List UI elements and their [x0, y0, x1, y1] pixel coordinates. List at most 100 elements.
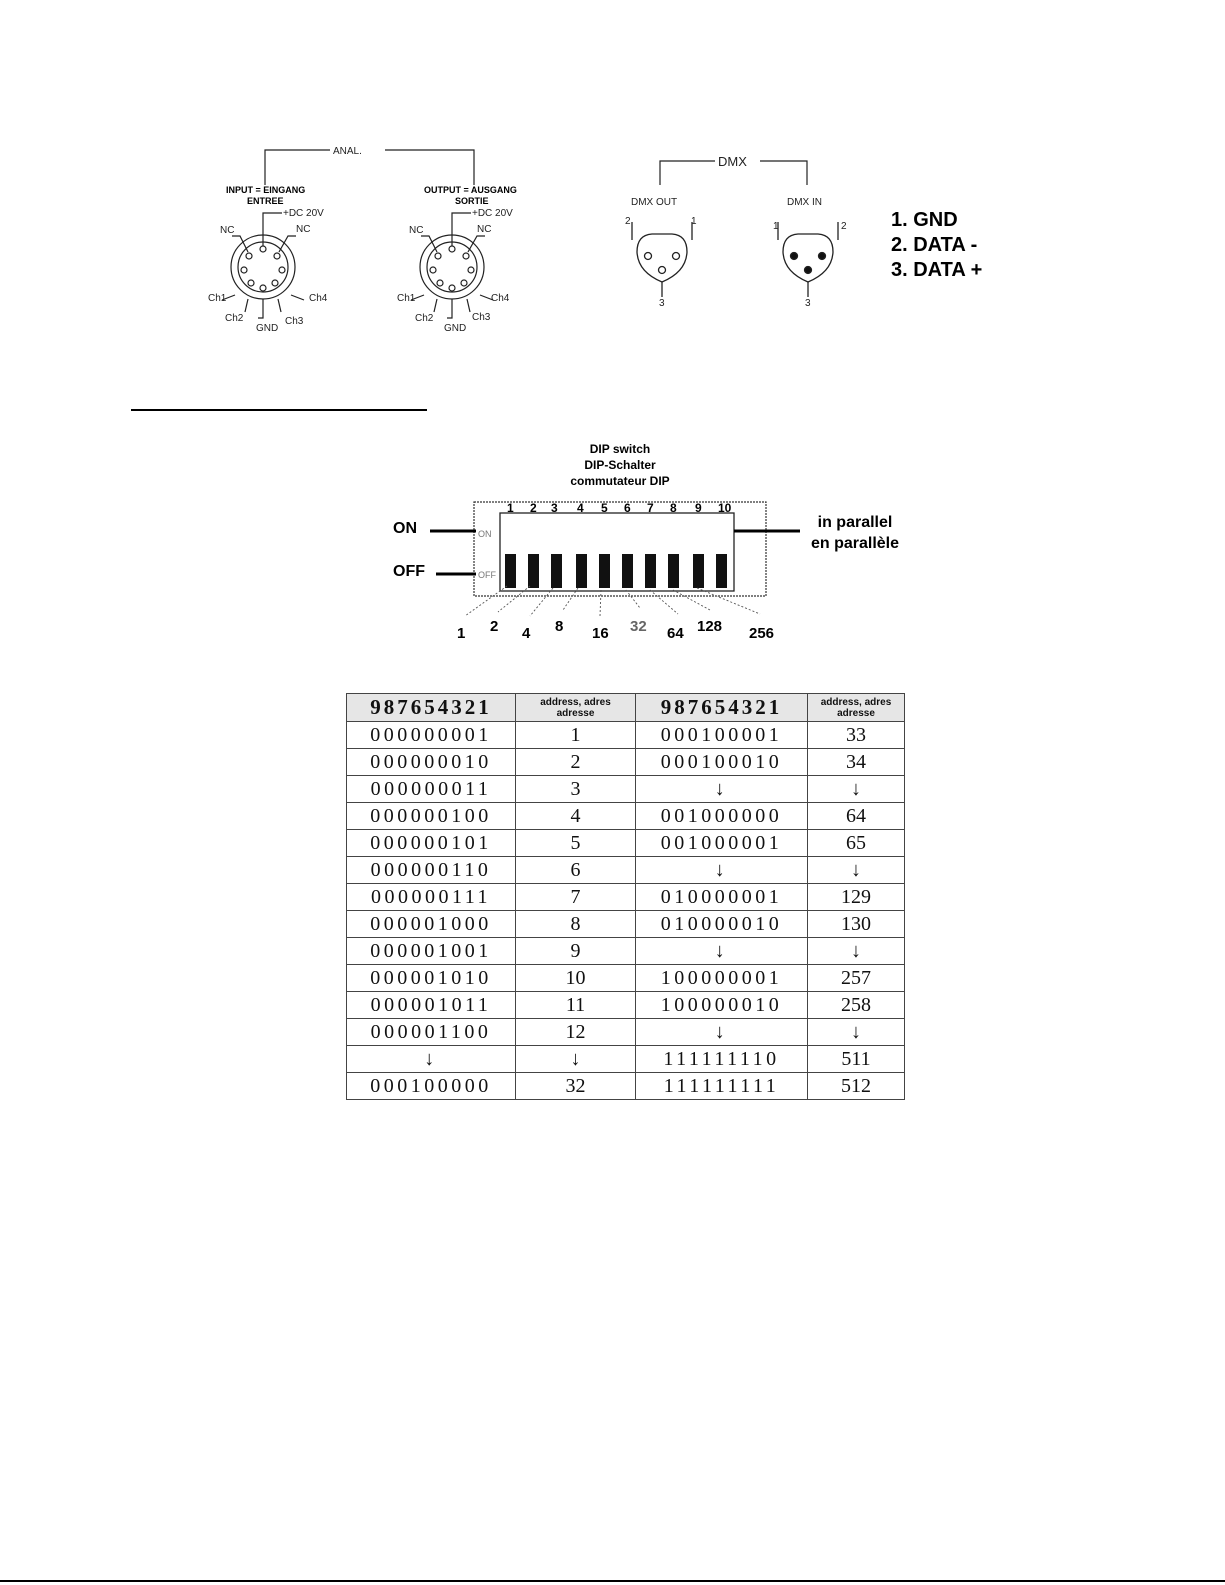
- switch-off-text: OFF: [478, 570, 496, 580]
- cell-bits: 000000011: [346, 775, 516, 803]
- cell-bits: 100000010: [635, 991, 808, 1019]
- din-output-connector: [410, 212, 494, 319]
- cell-address: ↓: [807, 856, 905, 884]
- cell-address: 64: [807, 802, 905, 830]
- output-label-1: OUTPUT = AUSGANG: [424, 185, 517, 195]
- input-label-1: INPUT = EINGANG: [226, 185, 305, 195]
- switch-lever-2[interactable]: [528, 554, 539, 588]
- cell-address: 2: [515, 748, 636, 776]
- input-nc-right: NC: [296, 224, 310, 235]
- output-ch4-label: Ch4: [491, 293, 510, 304]
- output-ch1-label: Ch1: [397, 293, 416, 304]
- switch-number-8: 8: [670, 501, 677, 515]
- dmx-in-pin-2: 2: [841, 221, 847, 232]
- parallel-label: in parallel en parallèle: [800, 512, 910, 554]
- dip-switch-diagram: ON OFF 1 2 3 4 5 6 7 8 9 10: [430, 501, 800, 642]
- output-nc-left: NC: [409, 225, 423, 236]
- cell-address: 4: [515, 802, 636, 830]
- switch-lever-6[interactable]: [622, 554, 633, 588]
- cell-address: 10: [515, 964, 636, 992]
- input-ch2-label: Ch2: [225, 313, 244, 324]
- dip-switch-window: [499, 512, 735, 592]
- cell-address: 129: [807, 883, 905, 911]
- switch-number-4: 4: [577, 501, 584, 515]
- cell-address: 32: [515, 1072, 636, 1100]
- input-label-2: ENTREE: [247, 196, 284, 206]
- switch-lever-4[interactable]: [576, 554, 587, 588]
- switch-lever-10[interactable]: [716, 554, 727, 588]
- legend-gnd: 1. GND: [891, 209, 958, 231]
- cell-bits: 000000111: [346, 883, 516, 911]
- cell-address: ↓: [807, 1018, 905, 1046]
- switch-lever-3[interactable]: [551, 554, 562, 588]
- analog-label: ANAL.: [333, 146, 362, 157]
- input-ch4-label: Ch4: [309, 293, 328, 304]
- dmx-in-pin-3: 3: [805, 298, 811, 309]
- cell-address: 65: [807, 829, 905, 857]
- cell-address: 6: [515, 856, 636, 884]
- cell-address: 512: [807, 1072, 905, 1100]
- connector-diagrams: ANAL. INPUT = EINGANG ENTREE OUTPUT = AU…: [208, 146, 847, 334]
- value-16: 16: [592, 625, 609, 642]
- switch-on-text: ON: [478, 529, 492, 539]
- cell-bits: 001000000: [635, 802, 808, 830]
- dmx-out-pin-1: 1: [691, 216, 697, 227]
- cell-address: 34: [807, 748, 905, 776]
- value-4: 4: [522, 625, 531, 642]
- cell-bits: 100000001: [635, 964, 808, 992]
- cell-address: 3: [515, 775, 636, 803]
- switch-lever-9[interactable]: [693, 554, 704, 588]
- value-2: 2: [490, 618, 498, 635]
- cell-bits: 010000010: [635, 910, 808, 938]
- switch-lever-7[interactable]: [645, 554, 656, 588]
- cell-bits: 000000110: [346, 856, 516, 884]
- on-label: ON: [393, 520, 417, 537]
- cell-bits: 000001001: [346, 937, 516, 965]
- cell-bits: 000000101: [346, 829, 516, 857]
- cell-address: 258: [807, 991, 905, 1019]
- cell-bits: 000001100: [346, 1018, 516, 1046]
- value-8: 8: [555, 618, 563, 635]
- dip-title-fr: commutateur DIP: [570, 474, 670, 488]
- cell-address: 8: [515, 910, 636, 938]
- cell-bits: 000100000: [346, 1072, 516, 1100]
- switch-number-7: 7: [647, 501, 654, 515]
- off-label: OFF: [393, 563, 425, 580]
- cell-address: ↓: [807, 937, 905, 965]
- cell-bits: 000100001: [635, 721, 808, 749]
- cell-address: 511: [807, 1045, 905, 1073]
- cell-bits: 111111111: [635, 1072, 808, 1100]
- switch-number-2: 2: [530, 501, 537, 515]
- cell-bits: ↓: [635, 775, 808, 803]
- dmx-out-connector: [631, 222, 693, 297]
- dip-title-de: DIP-Schalter: [584, 458, 656, 472]
- section-rule: [131, 409, 427, 411]
- cell-address: 1: [515, 721, 636, 749]
- switch-number-1: 1: [507, 501, 514, 515]
- cell-bits: ↓: [635, 856, 808, 884]
- switch-levers: [505, 554, 727, 588]
- switch-lever-5[interactable]: [599, 554, 610, 588]
- dmx-in-pin-1: 1: [773, 221, 779, 232]
- switch-number-10: 10: [718, 501, 732, 515]
- output-ch3-label: Ch3: [472, 312, 491, 323]
- din-input-connector: [221, 212, 305, 319]
- dip-title: DIP switch DIP-Schalter commutateur DIP: [520, 441, 720, 489]
- switch-lever-1[interactable]: [505, 554, 516, 588]
- cell-bits: ↓: [635, 1018, 808, 1046]
- cell-address: 130: [807, 910, 905, 938]
- cell-bits: 000000001: [346, 721, 516, 749]
- switch-lever-8[interactable]: [668, 554, 679, 588]
- dmx-pin-legend: 1. GND 2. DATA - 3. DATA +: [891, 208, 982, 283]
